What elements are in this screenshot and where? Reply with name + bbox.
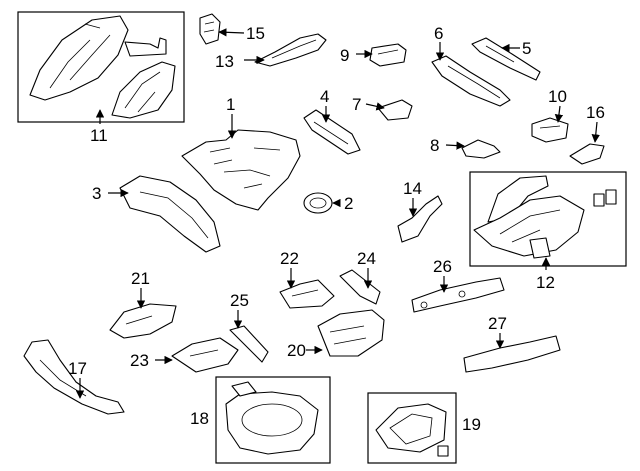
- callout-8: 8: [430, 136, 439, 155]
- part-15-bracket: [199, 13, 221, 45]
- callout-10: 10: [548, 87, 567, 106]
- part-23-panel: [171, 337, 239, 373]
- part-16-bracket: [569, 143, 605, 165]
- part-25-bracket: [229, 325, 269, 363]
- callout-12: 12: [536, 273, 555, 292]
- part-18-tire-well: [225, 381, 319, 455]
- callout-20: 20: [287, 341, 306, 360]
- part-6-crossmember: [431, 55, 511, 107]
- part-9-bracket: [369, 43, 407, 67]
- part-27-crossmember: [463, 335, 561, 373]
- part-19-tray: [375, 403, 449, 457]
- part-13-rail: [254, 33, 327, 67]
- group-frame-19: [367, 392, 457, 464]
- callout-3: 3: [92, 184, 101, 203]
- part-10-bracket: [531, 117, 569, 143]
- part-8-bracket: [461, 139, 501, 159]
- part-21-panel: [109, 303, 177, 339]
- part-5-crossmember: [471, 37, 541, 81]
- callout-23: 23: [130, 351, 149, 370]
- callout-25: 25: [230, 291, 249, 310]
- callout-2: 2: [344, 194, 353, 213]
- part-22-panel: [279, 279, 335, 309]
- part-1-floor-pan: [181, 129, 301, 211]
- group-frame-12: [469, 171, 627, 267]
- part-20-panel: [317, 309, 385, 357]
- callout-21: 21: [131, 269, 150, 288]
- callout-18: 18: [190, 409, 209, 428]
- callout-26: 26: [433, 257, 452, 276]
- part-11-side-panels: [29, 15, 176, 119]
- callout-27: 27: [488, 314, 507, 333]
- callout-24: 24: [357, 249, 376, 268]
- part-3-side-member: [119, 175, 221, 253]
- callout-22: 22: [280, 249, 299, 268]
- callout-11: 11: [90, 126, 108, 145]
- part-4-reinforcement: [303, 109, 361, 155]
- callout-19: 19: [462, 415, 481, 434]
- callout-9: 9: [340, 46, 349, 65]
- part-2-grommet: [303, 192, 333, 214]
- callout-16: 16: [586, 103, 605, 122]
- callout-15: 15: [246, 24, 265, 43]
- part-26-crossmember: [411, 277, 505, 313]
- group-frame-18: [215, 376, 331, 464]
- part-24-bracket: [339, 269, 381, 305]
- part-14-bracket: [397, 195, 443, 243]
- callout-17: 17: [68, 359, 87, 378]
- part-12-wheelhouse: [473, 175, 617, 259]
- group-frame-11: [17, 11, 185, 123]
- callout-14: 14: [403, 179, 422, 198]
- callout-6: 6: [434, 24, 443, 43]
- callout-5: 5: [522, 39, 531, 58]
- callout-7: 7: [352, 95, 361, 114]
- callout-labels: 15 13 9 6 5 4 7 10 16 8 1 2 3 14 11 12 2…: [68, 24, 605, 434]
- callout-13: 13: [215, 52, 234, 71]
- part-7-bracket: [377, 99, 413, 121]
- callout-4: 4: [320, 87, 329, 106]
- leader-lines: [75, 28, 600, 399]
- callout-1: 1: [226, 95, 235, 114]
